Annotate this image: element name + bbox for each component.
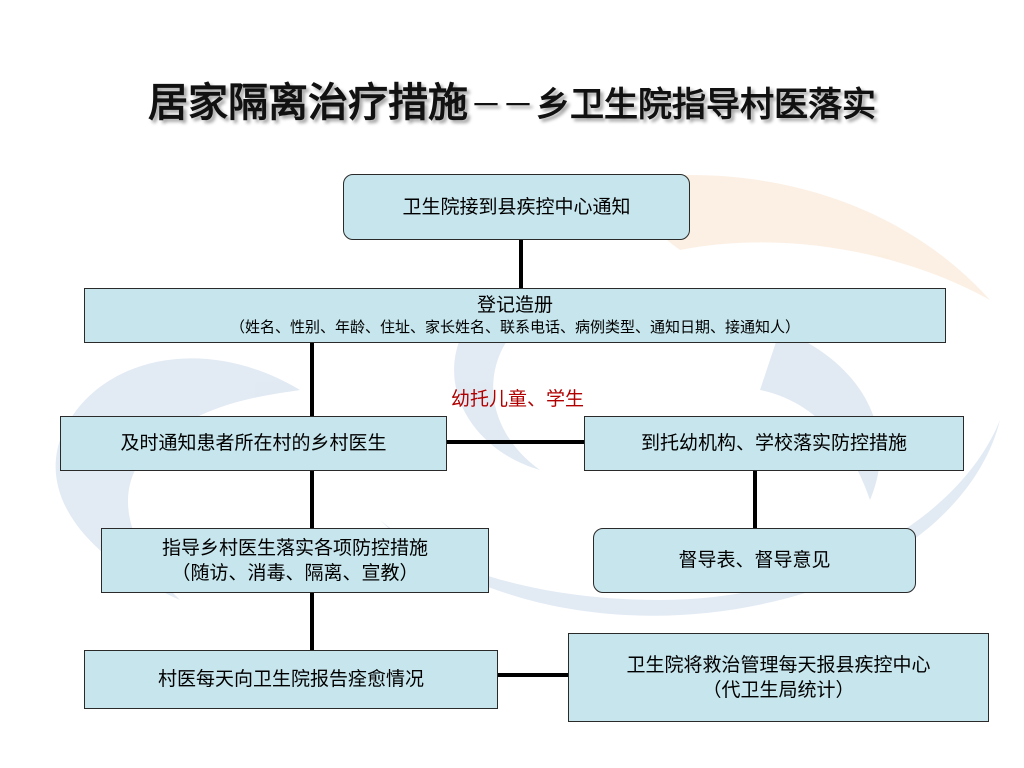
node-supervise-label: 督导表、督导意见 <box>678 549 831 572</box>
node-register-title: 登记造册 <box>476 294 553 317</box>
node-daily-report-label: 村医每天向卫生院报告痊愈情况 <box>157 668 424 691</box>
title-main: 居家隔离治疗措施 <box>147 79 468 126</box>
node-guide-details: （随访、消毒、隔离、宣教） <box>171 561 419 584</box>
node-register: 登记造册 （姓名、性别、年龄、住址、家长姓名、联系电话、病例类型、通知日期、接通… <box>84 288 946 343</box>
node-receive-notice: 卫生院接到县疾控中心通知 <box>343 174 690 240</box>
node-guide-title: 指导乡村医生落实各项防控措施 <box>161 536 428 559</box>
node-school-measures-label: 到托幼机构、学校落实防控措施 <box>640 432 907 455</box>
title-sub: 乡卫生院指导村医落实 <box>536 85 876 125</box>
node-register-fields: （姓名、性别、年龄、住址、家长姓名、联系电话、病例类型、通知日期、接通知人） <box>229 318 800 337</box>
edge-label-children-students: 幼托儿童、学生 <box>451 388 585 410</box>
node-notify-village-doctor: 及时通知患者所在村的乡村医生 <box>60 416 447 471</box>
node-notify-village-doctor-label: 及时通知患者所在村的乡村医生 <box>120 432 387 455</box>
node-daily-report: 村医每天向卫生院报告痊愈情况 <box>84 650 498 709</box>
node-county-report-note: （代卫生局统计） <box>702 678 855 701</box>
node-county-report-title: 卫生院将救治管理每天报县疾控中心 <box>626 653 931 676</box>
title-separator: －－ <box>469 86 534 124</box>
node-county-report: 卫生院将救治管理每天报县疾控中心 （代卫生局统计） <box>568 633 989 722</box>
node-school-measures: 到托幼机构、学校落实防控措施 <box>584 416 964 471</box>
page-title: 居家隔离治疗措施 －－ 乡卫生院指导村医落实 <box>0 70 1024 140</box>
node-guide-village-doctor: 指导乡村医生落实各项防控措施 （随访、消毒、隔离、宣教） <box>101 528 489 593</box>
node-receive-notice-label: 卫生院接到县疾控中心通知 <box>402 195 631 218</box>
node-supervise: 督导表、督导意见 <box>593 528 916 593</box>
